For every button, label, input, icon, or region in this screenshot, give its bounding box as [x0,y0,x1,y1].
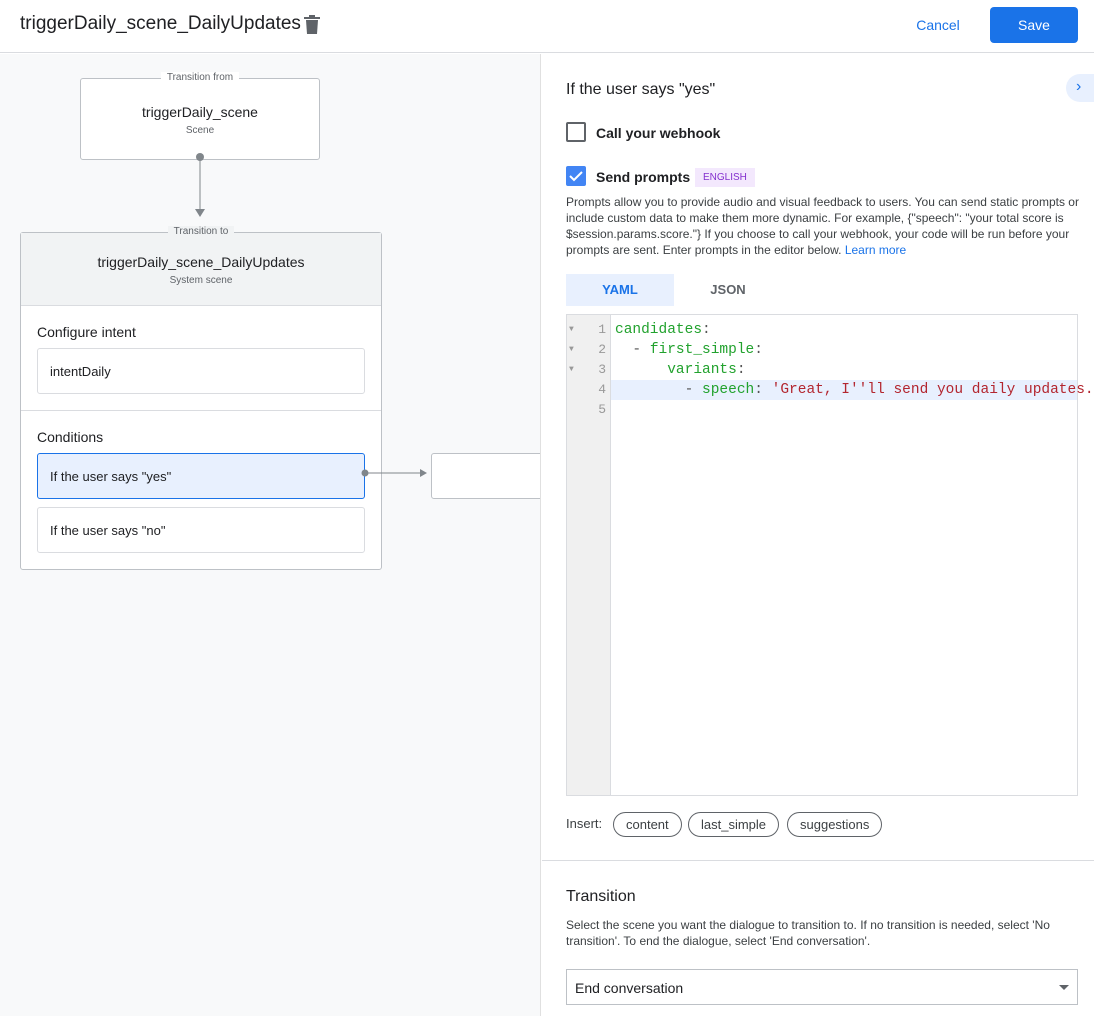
header: triggerDaily_scene_DailyUpdates Cancel S… [0,0,1094,53]
transition-select[interactable]: End conversation [566,969,1078,1005]
condition-yes[interactable]: If the user says "yes" [37,453,365,499]
divider [542,860,1094,861]
line-number: 5 [598,402,606,417]
line-gutter: ▼ ▼ ▼ 1 2 3 4 5 [567,315,611,795]
insert-content-chip[interactable]: content [613,812,682,837]
tab-yaml[interactable]: YAML [566,274,674,306]
insert-label: Insert: [566,816,603,831]
code-line: - first_simple: [632,342,763,358]
code-line: variants: [667,362,746,378]
line-number: 2 [598,342,606,357]
fold-icon[interactable]: ▼ [569,365,574,374]
prompts-label: Send prompts [596,169,691,185]
transition-description: Select the scene you want the dialogue t… [566,918,1050,948]
save-button[interactable]: Save [990,7,1078,43]
insert-suggestions-chip[interactable]: suggestions [787,812,883,837]
node-type: Scene [185,125,215,136]
condition-panel: › If the user says "yes" Call your webho… [542,54,1094,1016]
tab-json[interactable]: JSON [710,282,746,297]
panel-title: If the user says "yes" [566,81,716,98]
transition-from-node[interactable]: Transition from triggerDaily_scene Scene [80,72,320,160]
language-badge: ENGLISH [695,168,755,187]
fold-icon[interactable]: ▼ [569,325,574,334]
learn-more-link[interactable]: Learn more [844,243,907,257]
fold-icon[interactable]: ▼ [569,345,574,354]
delete-icon[interactable] [304,15,320,34]
scene-canvas: Transition from triggerDaily_scene Scene… [0,54,541,1016]
intent-item[interactable]: intentDaily [37,348,365,394]
node-caption: Transition from [160,72,240,83]
connector-arrow [195,153,205,217]
transition-heading: Transition [566,888,636,905]
transition-to-node: Transition to triggerDaily_scene_DailyUp… [20,226,382,570]
code-line: candidates: [615,322,711,338]
code-editor[interactable]: ▼ ▼ ▼ 1 2 3 4 5 candidates: - first_simp… [566,314,1094,796]
dropdown-arrow-icon [1059,985,1069,990]
code-line: - speech: 'Great, I''ll send you daily u… [684,382,1094,398]
line-number: 4 [598,382,606,397]
node-caption: Transition to [167,226,235,237]
condition-no[interactable]: If the user says "no" [37,507,365,553]
page-title: triggerDaily_scene_DailyUpdates [20,13,301,34]
insert-last-simple-chip[interactable]: last_simple [688,812,780,837]
cancel-button[interactable]: Cancel [906,9,970,41]
chevron-right-icon[interactable]: › [1066,74,1094,102]
prompts-checkbox[interactable] [566,166,586,186]
node-type: System scene [169,275,233,286]
node-name: triggerDaily_scene_DailyUpdates [97,254,305,270]
webhook-checkbox[interactable] [566,122,586,142]
conditions-heading: Conditions [37,429,104,445]
intent-heading: Configure intent [37,324,136,340]
empty-target-node[interactable] [431,453,540,499]
transition-value: End conversation [575,980,684,996]
condition-connector [361,469,427,477]
active-line [611,380,1077,400]
node-name: triggerDaily_scene [142,104,258,120]
prompts-description: Prompts allow you to provide audio and v… [566,194,1086,258]
description-text: Prompts allow you to provide audio and v… [566,195,1079,257]
line-number: 3 [598,362,606,377]
line-number: 1 [598,322,606,337]
check-icon [569,171,583,182]
webhook-label: Call your webhook [596,125,721,141]
